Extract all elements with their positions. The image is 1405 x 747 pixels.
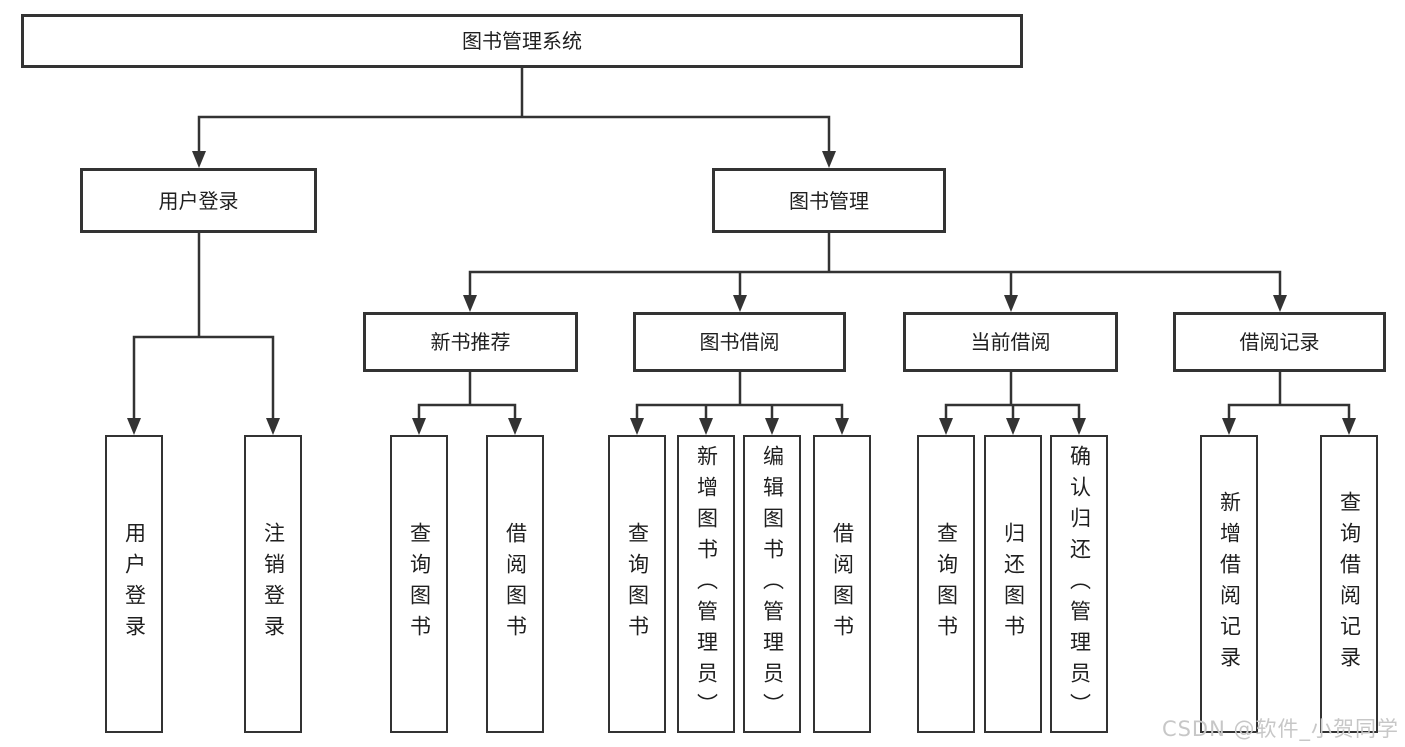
arrowheads bbox=[127, 151, 1356, 435]
connector-newbook-to-leaves bbox=[417, 370, 517, 422]
node-root-system: 图书管理系统 bbox=[21, 14, 1023, 68]
arrowhead bbox=[630, 418, 644, 435]
leaf-return-books-label: 归还图书 bbox=[1001, 522, 1026, 646]
node-current-borrowing: 当前借阅 bbox=[903, 312, 1118, 372]
arrowhead bbox=[412, 418, 426, 435]
arrowhead bbox=[127, 418, 141, 435]
connector-current-to-leaves bbox=[944, 370, 1081, 422]
leaf-query-books-borrowing: 查询图书 bbox=[608, 435, 666, 733]
arrowhead bbox=[733, 295, 747, 312]
arrowhead bbox=[765, 418, 779, 435]
leaf-add-borrow-record: 新增借阅记录 bbox=[1200, 435, 1258, 733]
arrowhead bbox=[192, 151, 206, 168]
leaf-logout-label: 注销登录 bbox=[261, 522, 286, 646]
leaf-query-books-recommend: 查询图书 bbox=[390, 435, 448, 733]
arrowhead bbox=[1006, 418, 1020, 435]
arrowhead bbox=[266, 418, 280, 435]
node-book-management-label: 图书管理 bbox=[789, 188, 869, 213]
leaf-query-borrow-record-label: 查询借阅记录 bbox=[1337, 491, 1362, 677]
node-new-book-recommend-label: 新书推荐 bbox=[430, 330, 511, 354]
arrowhead bbox=[822, 151, 836, 168]
connector-root-to-level2 bbox=[197, 66, 831, 154]
leaf-borrow-books-recommend-label: 借阅图书 bbox=[503, 522, 528, 646]
arrowhead bbox=[463, 295, 477, 312]
leaf-query-books-recommend-label: 查询图书 bbox=[407, 522, 432, 646]
arrowhead bbox=[1072, 418, 1086, 435]
connector-borrowing-to-leaves bbox=[635, 370, 844, 422]
arrowhead bbox=[1004, 295, 1018, 312]
leaf-query-books-current: 查询图书 bbox=[917, 435, 975, 733]
arrowhead bbox=[508, 418, 522, 435]
connector-records-to-leaves bbox=[1227, 370, 1351, 422]
leaf-query-borrow-record: 查询借阅记录 bbox=[1320, 435, 1378, 733]
leaf-query-books-borrowing-label: 查询图书 bbox=[625, 522, 650, 646]
arrowhead bbox=[939, 418, 953, 435]
leaf-logout: 注销登录 bbox=[244, 435, 302, 733]
arrowhead bbox=[1342, 418, 1356, 435]
node-book-borrowing-label: 图书借阅 bbox=[699, 330, 780, 354]
node-root-system-label: 图书管理系统 bbox=[462, 29, 582, 53]
leaf-add-books-admin: 新增图书（管理员） bbox=[677, 435, 735, 733]
leaf-borrow-books-label: 借阅图书 bbox=[830, 522, 855, 646]
leaf-user-login-label: 用户登录 bbox=[122, 522, 147, 646]
leaf-borrow-books-recommend: 借阅图书 bbox=[486, 435, 544, 733]
connector-bookmgmt-to-level3 bbox=[468, 231, 1282, 298]
connector-userlogin-to-leaves bbox=[132, 231, 275, 422]
leaf-user-login: 用户登录 bbox=[105, 435, 163, 733]
arrowhead bbox=[1273, 295, 1287, 312]
leaf-confirm-return-admin-label: 确认归还（管理员） bbox=[1067, 444, 1092, 724]
connector-strokes bbox=[132, 66, 1351, 422]
arrowhead bbox=[1222, 418, 1236, 435]
leaf-add-books-admin-label: 新增图书（管理员） bbox=[694, 444, 719, 724]
leaf-return-books: 归还图书 bbox=[984, 435, 1042, 733]
node-book-management: 图书管理 bbox=[712, 168, 946, 233]
leaf-query-books-current-label: 查询图书 bbox=[934, 522, 959, 646]
leaf-edit-books-admin-label: 编辑图书（管理员） bbox=[760, 444, 785, 724]
arrowhead bbox=[835, 418, 849, 435]
node-borrowing-records: 借阅记录 bbox=[1173, 312, 1386, 372]
node-current-borrowing-label: 当前借阅 bbox=[970, 330, 1051, 354]
node-user-login-label: 用户登录 bbox=[158, 188, 239, 213]
arrowhead bbox=[699, 418, 713, 435]
leaf-borrow-books: 借阅图书 bbox=[813, 435, 871, 733]
node-user-login: 用户登录 bbox=[80, 168, 317, 233]
leaf-add-borrow-record-label: 新增借阅记录 bbox=[1217, 491, 1242, 677]
node-book-borrowing: 图书借阅 bbox=[633, 312, 846, 372]
node-borrowing-records-label: 借阅记录 bbox=[1239, 330, 1320, 354]
csdn-watermark: CSDN @软件_小贺同学 bbox=[1161, 717, 1399, 741]
leaf-confirm-return-admin: 确认归还（管理员） bbox=[1050, 435, 1108, 733]
leaf-edit-books-admin: 编辑图书（管理员） bbox=[743, 435, 801, 733]
node-new-book-recommend: 新书推荐 bbox=[363, 312, 578, 372]
